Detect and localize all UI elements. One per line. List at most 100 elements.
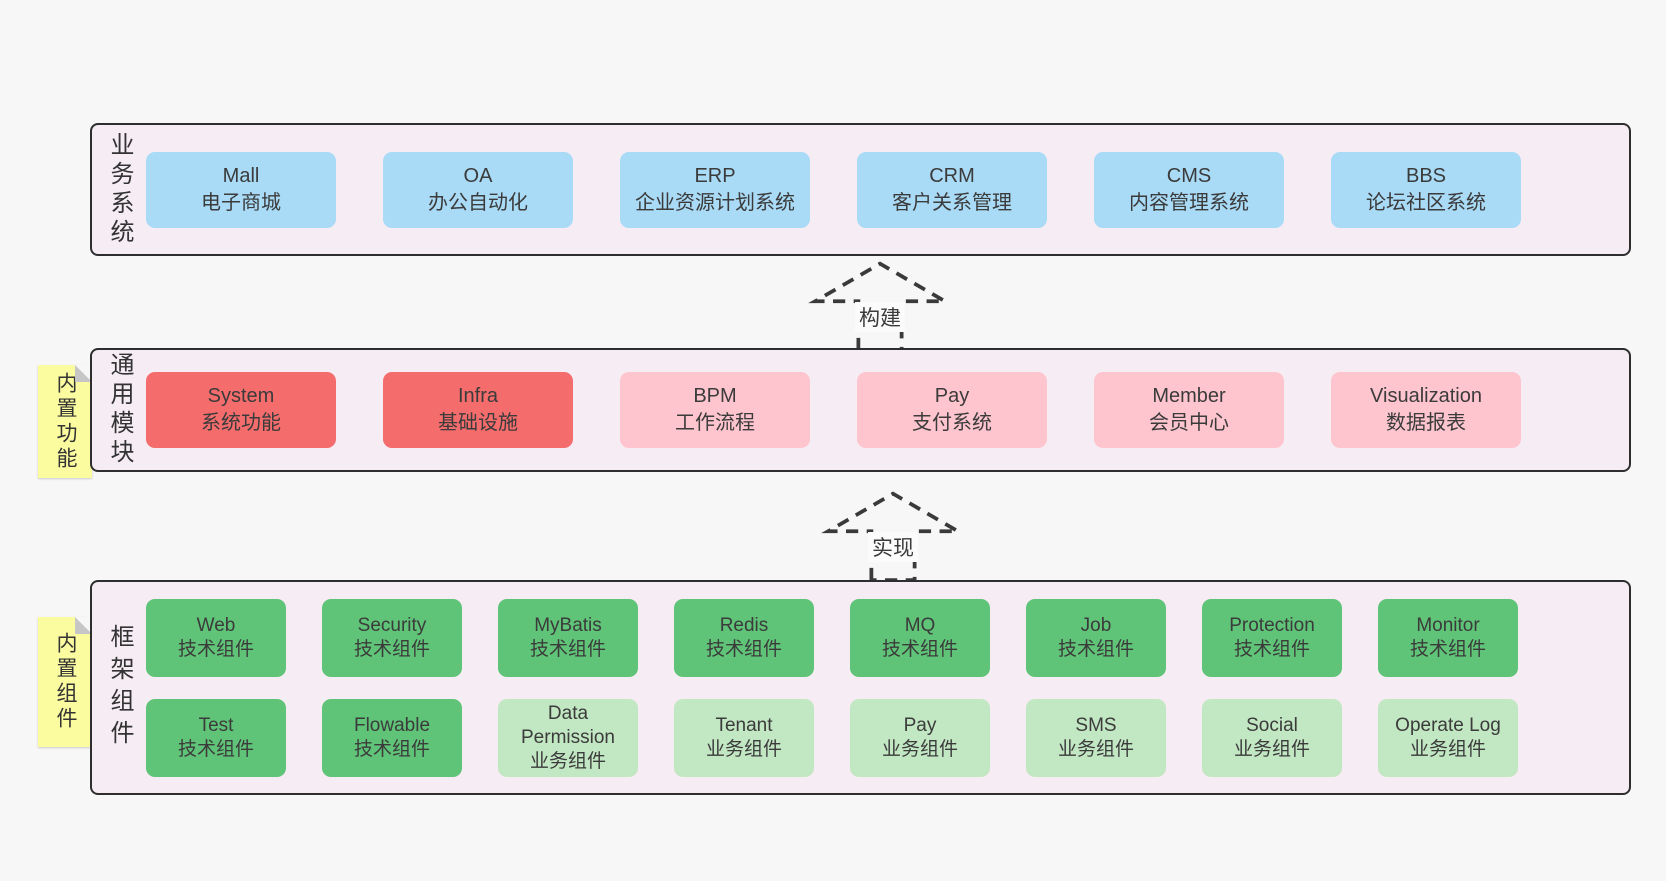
band-rows: System 系统功能 Infra 基础设施 BPM 工作流程 Pay 支付系统 Member 会… (146, 350, 1629, 470)
box-subtitle: 基础设施 (438, 412, 518, 434)
box-subtitle: 技术组件 (881, 638, 958, 660)
box-title: Security (357, 614, 427, 636)
box-title: Pay (934, 385, 970, 407)
box-title: System (207, 385, 275, 407)
box-title: Test (198, 714, 234, 736)
band-side-label: 框架组件 (106, 623, 133, 752)
diagram-box-visualization: Visualization 数据报表 (1331, 372, 1521, 448)
sticky-note-label: 内置功能 (54, 371, 77, 472)
box-subtitle: 技术组件 (177, 638, 254, 660)
box-title: Redis (719, 614, 769, 636)
diagram-box-oa: OA 办公自动化 (383, 151, 573, 228)
box-subtitle: 技术组件 (705, 638, 782, 660)
box-subtitle: 技术组件 (1409, 638, 1486, 660)
box-title: Member (1152, 385, 1226, 407)
arrow-implement: 实现 (818, 488, 968, 582)
box-title: BPM (693, 385, 737, 407)
box-title: Mall (222, 164, 260, 187)
box-subtitle: 办公自动化 (428, 191, 528, 214)
box-title: Social (1246, 714, 1298, 736)
box-subtitle: 业务组件 (1409, 738, 1486, 760)
box-subtitle: 系统功能 (201, 412, 281, 434)
box-title: SMS (1075, 714, 1117, 736)
box-subtitle: 技术组件 (1057, 638, 1134, 660)
arrow-build-label: 构建 (855, 302, 905, 332)
box-title: Protection (1229, 614, 1315, 636)
box-title: Operate Log (1395, 714, 1501, 736)
box-title: CMS (1166, 164, 1212, 187)
sticky-note-built-in-features: 内置功能 (38, 365, 92, 478)
box-subtitle: 内容管理系统 (1129, 191, 1249, 214)
box-title: Visualization (1370, 385, 1482, 407)
box-title: Monitor (1416, 614, 1480, 636)
box-subtitle: 工作流程 (675, 412, 755, 434)
box-subtitle: 业务组件 (705, 738, 782, 760)
diagram-box-bpm: BPM 工作流程 (620, 372, 810, 448)
band-business-systems: 业务系统 Mall 电子商城 OA 办公自动化 ERP 企业资源计划系统 CRM 客户关系管理… (90, 123, 1631, 256)
box-subtitle: 技术组件 (177, 738, 254, 760)
box-title: MQ (904, 614, 936, 636)
box-subtitle: 会员中心 (1149, 412, 1229, 434)
box-subtitle: 业务组件 (1233, 738, 1310, 760)
box-title: CRM (929, 164, 975, 187)
band-common-modules: 通用模块 System 系统功能 Infra 基础设施 BPM 工作流程 Pay 支付系统 Me… (90, 348, 1631, 472)
box-subtitle: 客户关系管理 (892, 191, 1012, 214)
box-subtitle: 技术组件 (529, 638, 606, 660)
diagram-box-bbs: BBS 论坛社区系统 (1331, 151, 1521, 228)
box-title: Web (196, 614, 236, 636)
box-title: Job (1080, 614, 1112, 636)
box-subtitle: 技术组件 (1233, 638, 1310, 660)
box-subtitle: 技术组件 (353, 638, 430, 660)
box-row: System 系统功能 Infra 基础设施 BPM 工作流程 Pay 支付系统 Member 会… (146, 372, 1629, 448)
sticky-note-built-in-components: 内置组件 (38, 617, 92, 747)
box-title: ERP (694, 164, 736, 187)
band-side-label: 通用模块 (106, 352, 133, 468)
box-title: Data Permission (521, 702, 615, 748)
sticky-note-label: 内置组件 (54, 632, 77, 732)
band-rows: Mall 电子商城 OA 办公自动化 ERP 企业资源计划系统 CRM 客户关系管理 CMS 内容… (146, 125, 1629, 254)
diagram-box-system: System 系统功能 (146, 372, 336, 448)
box-subtitle: 业务组件 (881, 738, 958, 760)
box-title: Tenant (715, 714, 773, 736)
box-row: Mall 电子商城 OA 办公自动化 ERP 企业资源计划系统 CRM 客户关系管理 CMS 内容… (146, 151, 1629, 228)
box-subtitle: 技术组件 (353, 738, 430, 760)
diagram-box-cms: CMS 内容管理系统 (1094, 151, 1284, 228)
box-subtitle: 数据报表 (1386, 412, 1466, 434)
box-title: BBS (1405, 164, 1447, 187)
box-subtitle: 论坛社区系统 (1366, 191, 1486, 214)
diagram-box-pay: Pay 支付系统 (857, 372, 1047, 448)
arrow-implement-label: 实现 (868, 532, 918, 562)
box-title: Infra (457, 385, 499, 407)
diagram-box-mall: Mall 电子商城 (146, 151, 336, 228)
arrow-build: 构建 (805, 258, 955, 352)
box-subtitle: 企业资源计划系统 (635, 191, 795, 214)
box-title: MyBatis (534, 614, 602, 636)
box-title: Pay (903, 714, 937, 736)
diagram-box-member: Member 会员中心 (1094, 372, 1284, 448)
box-title: Flowable (353, 714, 431, 736)
diagram-box-infra: Infra 基础设施 (383, 372, 573, 448)
box-subtitle: 电子商城 (201, 191, 281, 214)
diagram-box-erp: ERP 企业资源计划系统 (620, 151, 810, 228)
box-subtitle: 支付系统 (912, 412, 992, 434)
box-title: OA (463, 164, 493, 187)
band-side-label: 业务系统 (106, 131, 133, 248)
